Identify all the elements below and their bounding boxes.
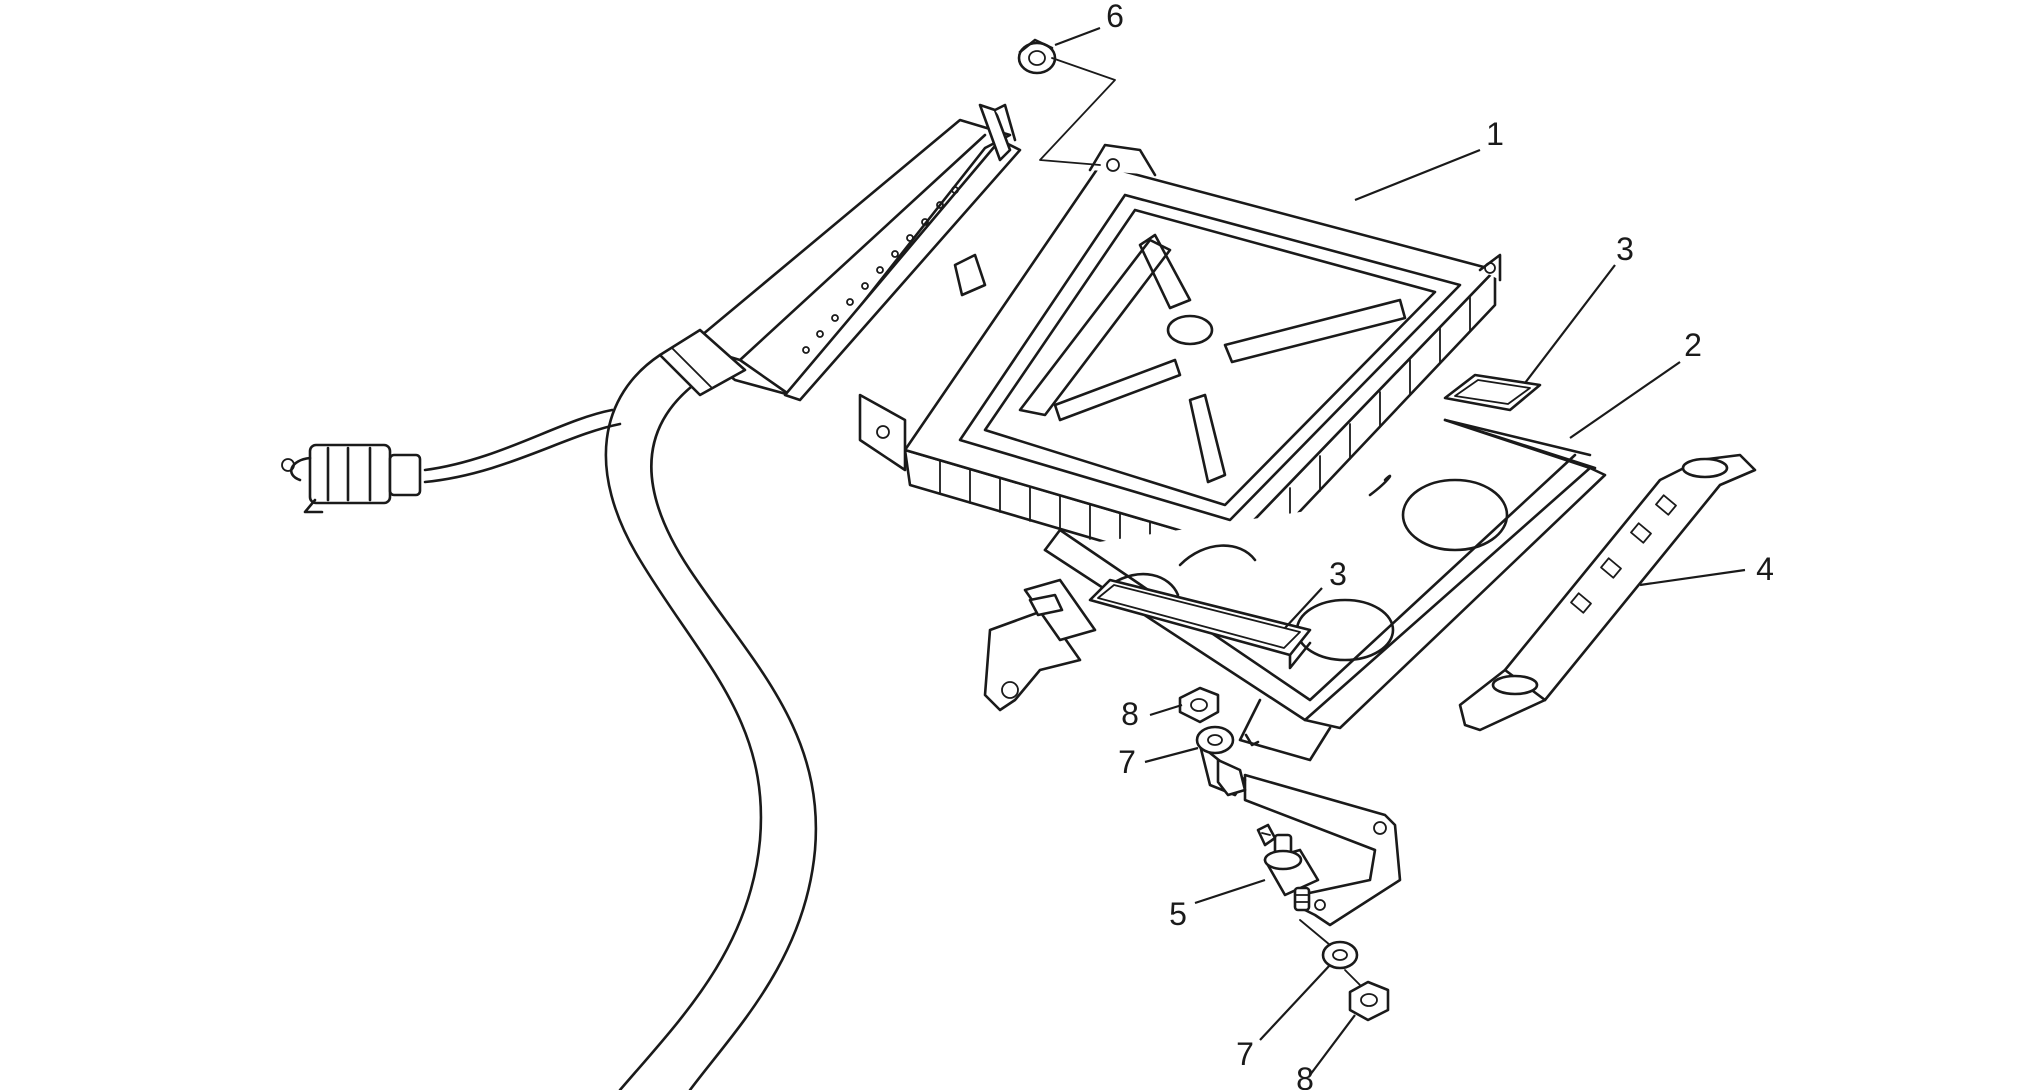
harness-cable [604, 353, 818, 1090]
sensor-wire [423, 408, 622, 484]
nut-8b [1348, 980, 1390, 1022]
ecu-connector [658, 103, 1022, 402]
retaining-strap [1458, 453, 1757, 732]
nut-upper [1017, 38, 1057, 75]
nut-8a [1178, 686, 1220, 724]
ecu-unit [858, 143, 1502, 582]
antivibration-mount [1256, 823, 1320, 912]
callout-7-lower: 7 [1236, 1036, 1254, 1072]
callout-8-lower: 8 [1296, 1061, 1314, 1090]
callout-3-lower: 3 [1329, 556, 1347, 592]
callout-8-upper: 8 [1121, 696, 1139, 732]
callout-2: 2 [1684, 327, 1702, 363]
callout-5: 5 [1169, 896, 1187, 932]
assembly-guide-lines [1039, 57, 1361, 986]
rubber-pad-upper [1443, 373, 1542, 412]
plug-connector [281, 443, 422, 514]
callout-1: 1 [1486, 116, 1504, 152]
callout-4: 4 [1756, 551, 1774, 587]
bolt-clip [1216, 733, 1260, 797]
washer-7b [1321, 940, 1359, 970]
callout-3-upper: 3 [1616, 231, 1634, 267]
washer-7a [1195, 725, 1235, 755]
callout-6: 6 [1106, 0, 1124, 34]
rubber-pad-lower [1088, 578, 1312, 670]
callout-7-upper: 7 [1118, 744, 1136, 780]
connector-pins [802, 186, 959, 354]
mounting-tray [983, 418, 1607, 762]
leader-lines [1054, 26, 1746, 1076]
